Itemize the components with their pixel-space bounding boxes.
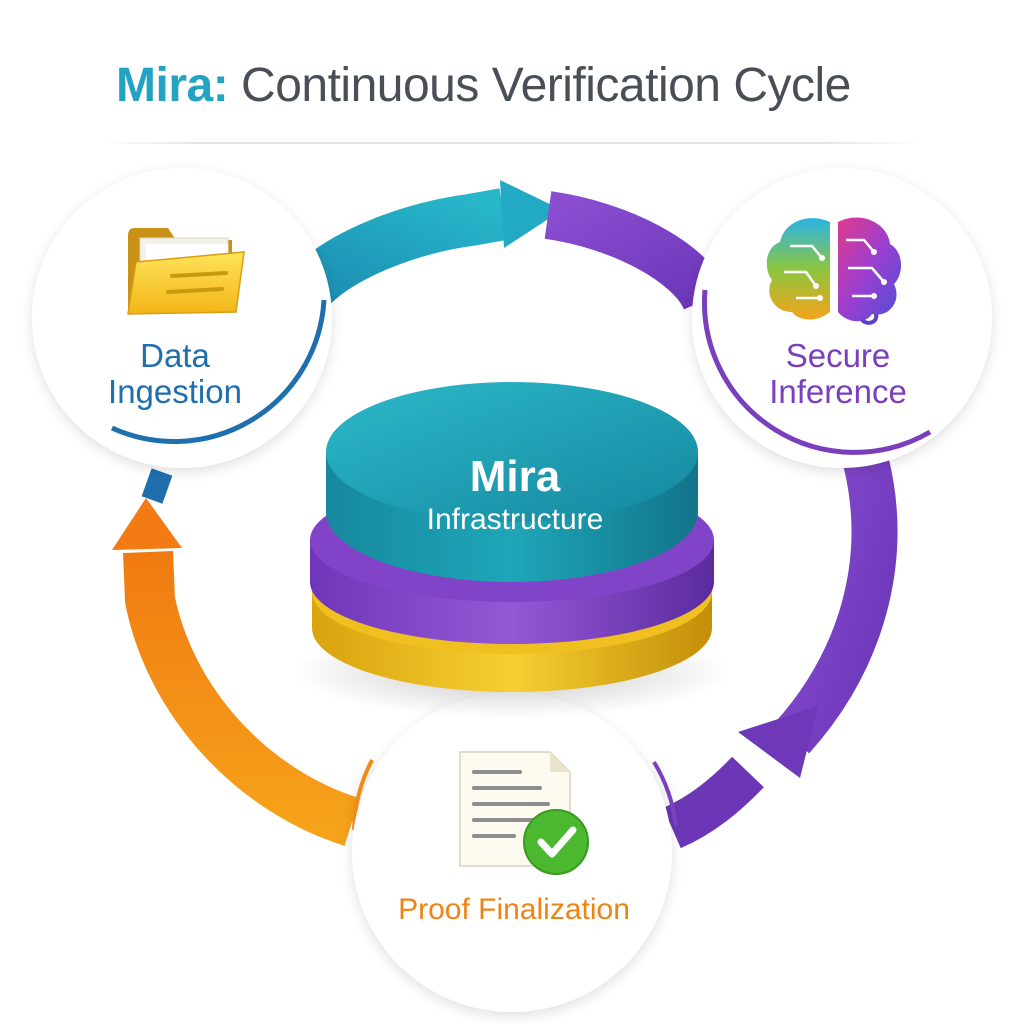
title-brand: Mira:: [116, 59, 229, 112]
arrow-ingestion-to-inference: [290, 180, 562, 307]
stage-label-line: Inference: [769, 373, 907, 410]
title-divider: [100, 142, 920, 144]
folder-icon: [127, 228, 245, 315]
arrow-proof-to-ingestion: [112, 468, 360, 846]
stage-label-secure-inference: Secure Inference: [752, 338, 924, 410]
center-title: Mira: [469, 452, 561, 501]
document-check-icon: [459, 751, 589, 875]
stage-label-line: Secure: [785, 337, 891, 374]
stage-label-line: Ingestion: [108, 373, 242, 410]
diagram-title: Mira: Continuous Verification Cycle: [116, 58, 851, 113]
title-rest: Continuous Verification Cycle: [228, 59, 851, 112]
stage-label-data-ingestion: Data Ingestion: [90, 338, 260, 410]
center-subtitle: Infrastructure: [426, 503, 604, 536]
stage-label-proof-finalization: Proof Finalization: [398, 893, 630, 926]
stage-circle-ingestion: [32, 168, 332, 468]
brain-icon: [766, 217, 902, 325]
stage-label-line: Data: [140, 337, 210, 374]
stage-circle-inference: [692, 168, 992, 468]
mira-infrastructure-stack: [292, 382, 732, 718]
